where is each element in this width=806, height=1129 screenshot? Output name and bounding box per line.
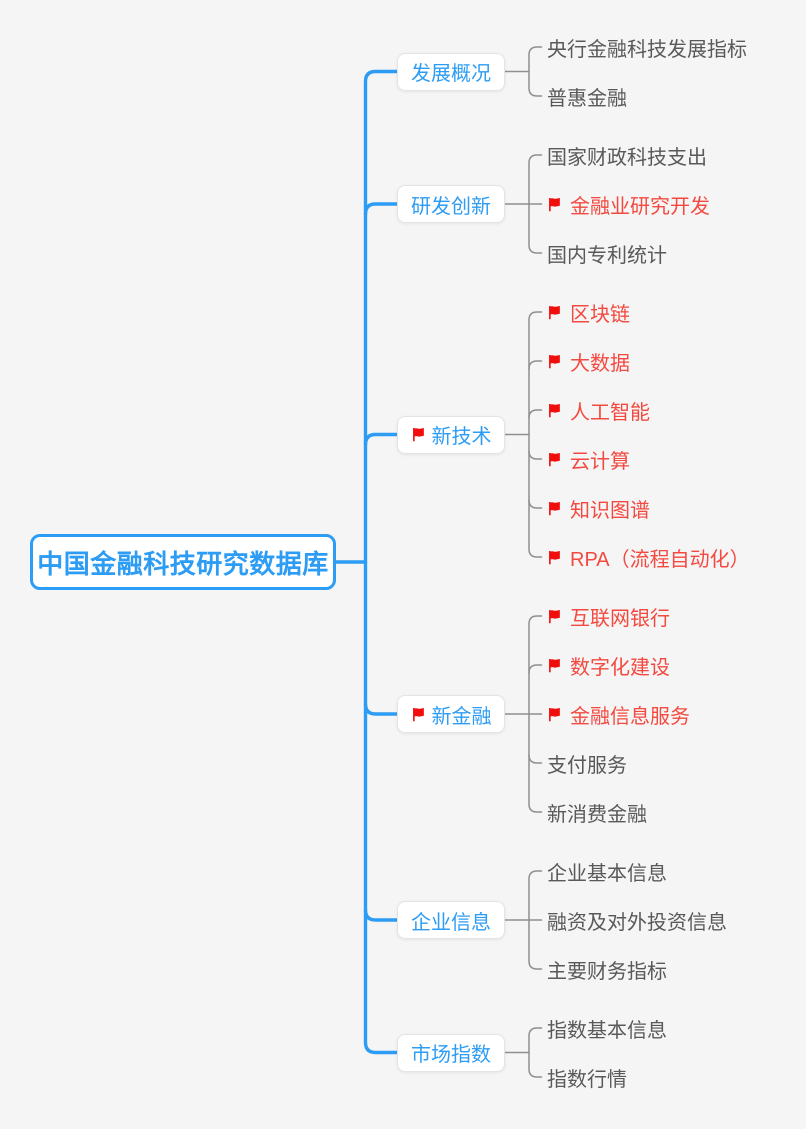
- connector: [528, 409, 543, 419]
- child-node[interactable]: 支付服务: [547, 748, 627, 778]
- branch-label: 研发创新: [411, 195, 491, 218]
- flag-icon: [549, 305, 560, 319]
- child-node[interactable]: 人工智能: [547, 395, 650, 425]
- flag-icon: [412, 427, 424, 442]
- branch-node[interactable]: 新金融: [397, 695, 505, 733]
- flag-icon: [549, 354, 560, 368]
- child-label: 主要财务指标: [547, 960, 667, 983]
- child-node[interactable]: 指数行情: [547, 1062, 627, 1092]
- branch-node[interactable]: 研发创新: [397, 185, 505, 223]
- child-node[interactable]: 普惠金融: [547, 81, 627, 111]
- branch-label: 新技术: [431, 426, 492, 448]
- connector: [363, 908, 401, 922]
- flag-icon: [549, 501, 560, 515]
- child-node[interactable]: 金融业研究开发: [547, 189, 710, 219]
- child-label: 指数行情: [547, 1068, 627, 1091]
- child-label: 国家财政科技支出: [547, 146, 707, 169]
- root-label: 中国金融科技研究数据库: [37, 549, 329, 579]
- connector: [528, 450, 543, 460]
- child-label: 指数基本信息: [547, 1019, 667, 1042]
- child-label: 互联网银行: [570, 607, 670, 630]
- child-node[interactable]: 企业基本信息: [547, 856, 667, 886]
- child-label: 支付服务: [547, 754, 627, 777]
- flag-icon: [412, 707, 424, 721]
- child-node[interactable]: 央行金融科技发展指标: [547, 32, 747, 62]
- child-node[interactable]: 国家财政科技支出: [547, 140, 707, 170]
- child-node[interactable]: 融资及对外投资信息: [547, 905, 727, 935]
- branch-node[interactable]: 企业信息: [397, 901, 505, 939]
- child-node[interactable]: 主要财务指标: [547, 954, 667, 984]
- child-label: 金融业研究开发: [570, 195, 710, 218]
- child-label: 大数据: [570, 352, 630, 375]
- child-label: 金融信息服务: [570, 705, 690, 728]
- child-node[interactable]: 数字化建设: [547, 650, 670, 680]
- child-node[interactable]: 区块链: [547, 297, 630, 327]
- flag-icon: [549, 707, 560, 721]
- child-node[interactable]: 互联网银行: [547, 601, 670, 631]
- child-node[interactable]: 金融信息服务: [547, 699, 690, 729]
- flag-icon: [549, 658, 560, 672]
- child-node[interactable]: 国内专利统计: [547, 238, 667, 268]
- child-node[interactable]: 新消费金融: [547, 797, 647, 827]
- connector: [528, 499, 543, 509]
- child-label: 企业基本信息: [547, 862, 667, 885]
- child-label: 央行金融科技发展指标: [547, 38, 747, 61]
- child-label: 数字化建设: [570, 656, 670, 679]
- child-node[interactable]: 指数基本信息: [547, 1013, 667, 1043]
- flag-icon: [549, 609, 560, 623]
- root-node[interactable]: 中国金融科技研究数据库: [30, 534, 336, 590]
- branch-label: 市场指数: [411, 1044, 491, 1066]
- child-label: 融资及对外投资信息: [547, 911, 727, 934]
- connector: [528, 360, 543, 370]
- flag-icon: [549, 403, 560, 417]
- child-label: 云计算: [570, 450, 630, 473]
- connector: [363, 69, 401, 1055]
- connector: [528, 1027, 543, 1078]
- child-label: RPA（流程自动化）: [570, 548, 750, 571]
- branch-label: 企业信息: [411, 911, 491, 934]
- child-node[interactable]: 知识图谱: [547, 493, 650, 523]
- child-node[interactable]: RPA（流程自动化）: [547, 542, 750, 572]
- connector: [528, 46, 543, 97]
- connector: [363, 432, 401, 447]
- flag-icon: [549, 550, 560, 564]
- branch-node[interactable]: 发展概况: [397, 52, 505, 91]
- connector: [528, 311, 543, 558]
- branch-label: 发展概况: [411, 63, 491, 85]
- flag-icon: [549, 452, 560, 466]
- child-label: 区块链: [570, 303, 630, 326]
- child-node[interactable]: 大数据: [547, 346, 630, 376]
- connector: [363, 702, 401, 716]
- branch-node[interactable]: 新技术: [397, 415, 505, 454]
- connector: [363, 202, 401, 216]
- child-label: 人工智能: [570, 401, 650, 424]
- branch-node[interactable]: 市场指数: [397, 1033, 505, 1072]
- child-label: 知识图谱: [570, 499, 650, 522]
- connector: [528, 754, 543, 764]
- child-label: 国内专利统计: [547, 244, 667, 267]
- flag-icon: [549, 197, 560, 211]
- child-node[interactable]: 云计算: [547, 444, 630, 474]
- branch-label: 新金融: [431, 705, 492, 728]
- child-label: 新消费金融: [547, 803, 647, 826]
- connector: [528, 664, 543, 674]
- child-label: 普惠金融: [547, 87, 627, 110]
